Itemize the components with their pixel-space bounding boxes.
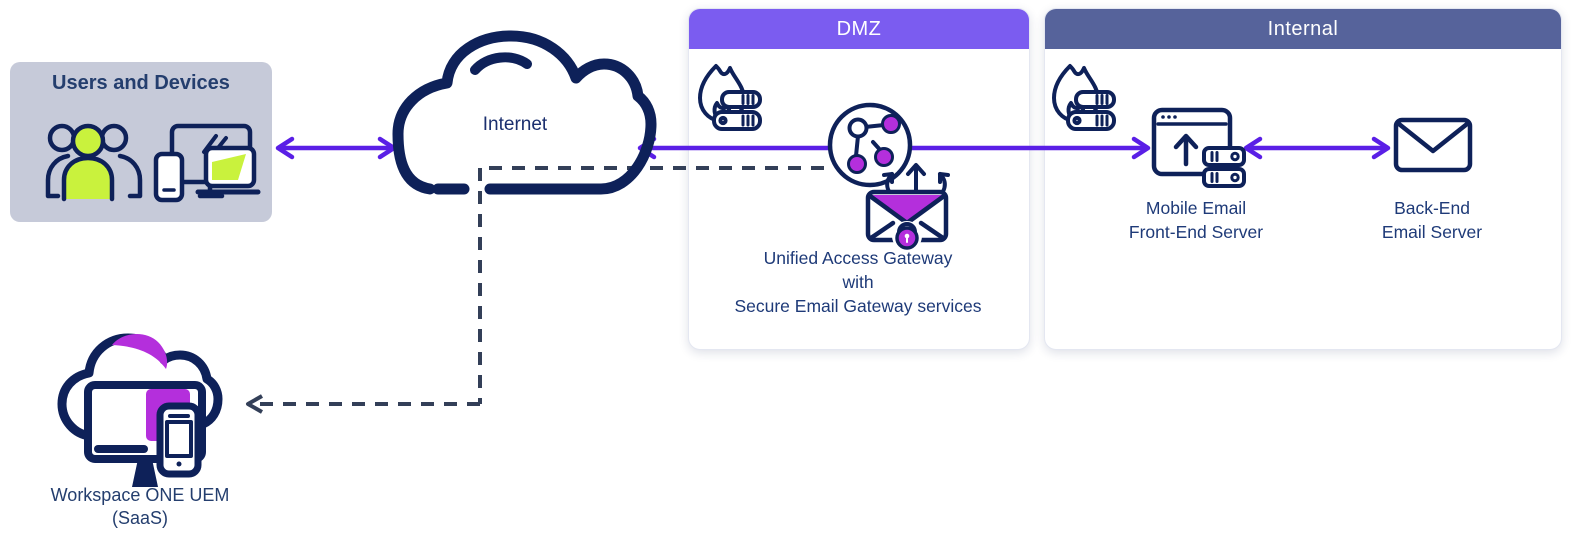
uag-caption-line3: Secure Email Gateway services — [734, 296, 982, 316]
internal-panel-header: Internal — [1045, 9, 1561, 49]
backend-label-line2: Email Server — [1381, 222, 1483, 242]
cloud-devices-icon — [57, 333, 223, 487]
uag-caption-line2: with — [842, 272, 874, 292]
workspace-label-line1: Workspace ONE UEM — [50, 485, 230, 505]
internal-panel: Internal — [1044, 8, 1562, 350]
backend-server-label: Back-End Email Server — [1342, 196, 1522, 244]
dashed-arrowhead — [246, 394, 263, 414]
uag-caption: Unified Access Gateway with Secure Email… — [698, 246, 1018, 318]
users-and-devices-box: Users and Devices — [10, 62, 272, 222]
workspace-one-uem-label: Workspace ONE UEM (SaaS) — [20, 484, 260, 530]
frontend-server-label: Mobile Email Front-End Server — [1106, 196, 1286, 244]
frontend-label-line2: Front-End Server — [1128, 222, 1264, 242]
internet-label: Internet — [482, 114, 548, 135]
frontend-label-line1: Mobile Email — [1145, 198, 1247, 218]
backend-label-line1: Back-End — [1394, 198, 1470, 218]
workspace-label-line2: (SaaS) — [111, 508, 169, 528]
dmz-panel-header: DMZ — [689, 9, 1029, 49]
users-box-title: Users and Devices — [52, 72, 230, 94]
uag-caption-line1: Unified Access Gateway — [763, 248, 953, 268]
arrow-users-internet — [275, 136, 397, 160]
